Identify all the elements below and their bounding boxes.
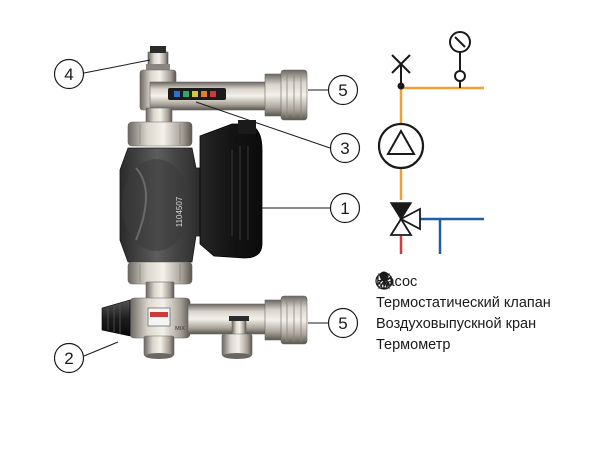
valve-cap-mark: MIX [175,326,185,332]
pump-lower-union-nut [127,261,193,285]
legend: Насос Термостатический клапан Воздуховып… [374,271,600,355]
air-vent-nipple [147,51,169,67]
thermometer-symbol-icon [449,31,471,88]
callout-markers: 4 5 3 1 5 2 [53,58,361,374]
mixing-group-illustration: 1104507 MIX [101,46,308,359]
legend-label: Термостатический клапан [376,294,551,311]
air-vent-cap [150,46,166,53]
thermostatic-valve-knob [101,299,131,337]
pump-symbol-icon [377,122,425,170]
pump-terminal-box [238,120,256,134]
callout-2: 2 [53,342,85,374]
legend-label: Термометр [376,336,451,353]
callout-3: 3 [329,132,361,164]
pump-housing-mark: 1104507 [175,196,184,227]
thermostatic-valve-symbol-icon [389,202,421,236]
bottom-return-pipe [187,303,269,335]
callout-leaders [83,59,331,357]
legend-label: Воздуховыпускной кран [376,315,537,332]
callout-2-number: 2 [64,349,73,368]
legend-item-air-vent: Воздуховыпускной кран [374,273,600,334]
callout-4: 4 [53,58,85,90]
return-bottom-connector [221,333,253,357]
pump-upper-union-nut [127,121,193,147]
thermometer-symbol-icon [379,271,389,290]
callout-1-number: 1 [340,199,349,218]
air-vent-symbol-icon [391,54,411,84]
hydraulic-schematic [377,31,484,254]
callout-3-number: 3 [340,139,349,158]
legend-item-thermometer: Термометр [374,271,600,355]
legend-item-thermostatic-valve: Термостатический клапан [374,273,600,313]
bypass-line-blue [420,217,484,254]
callout-5-top-number: 5 [338,81,347,100]
callout-1: 1 [329,192,361,224]
callout-5-top: 5 [327,74,359,106]
callout-4-number: 4 [64,65,73,84]
callout-5-bottom: 5 [327,307,359,339]
pump-motor [199,123,263,259]
legend-item-pump: Насос [374,271,600,292]
callout-5-bottom-number: 5 [338,314,347,333]
